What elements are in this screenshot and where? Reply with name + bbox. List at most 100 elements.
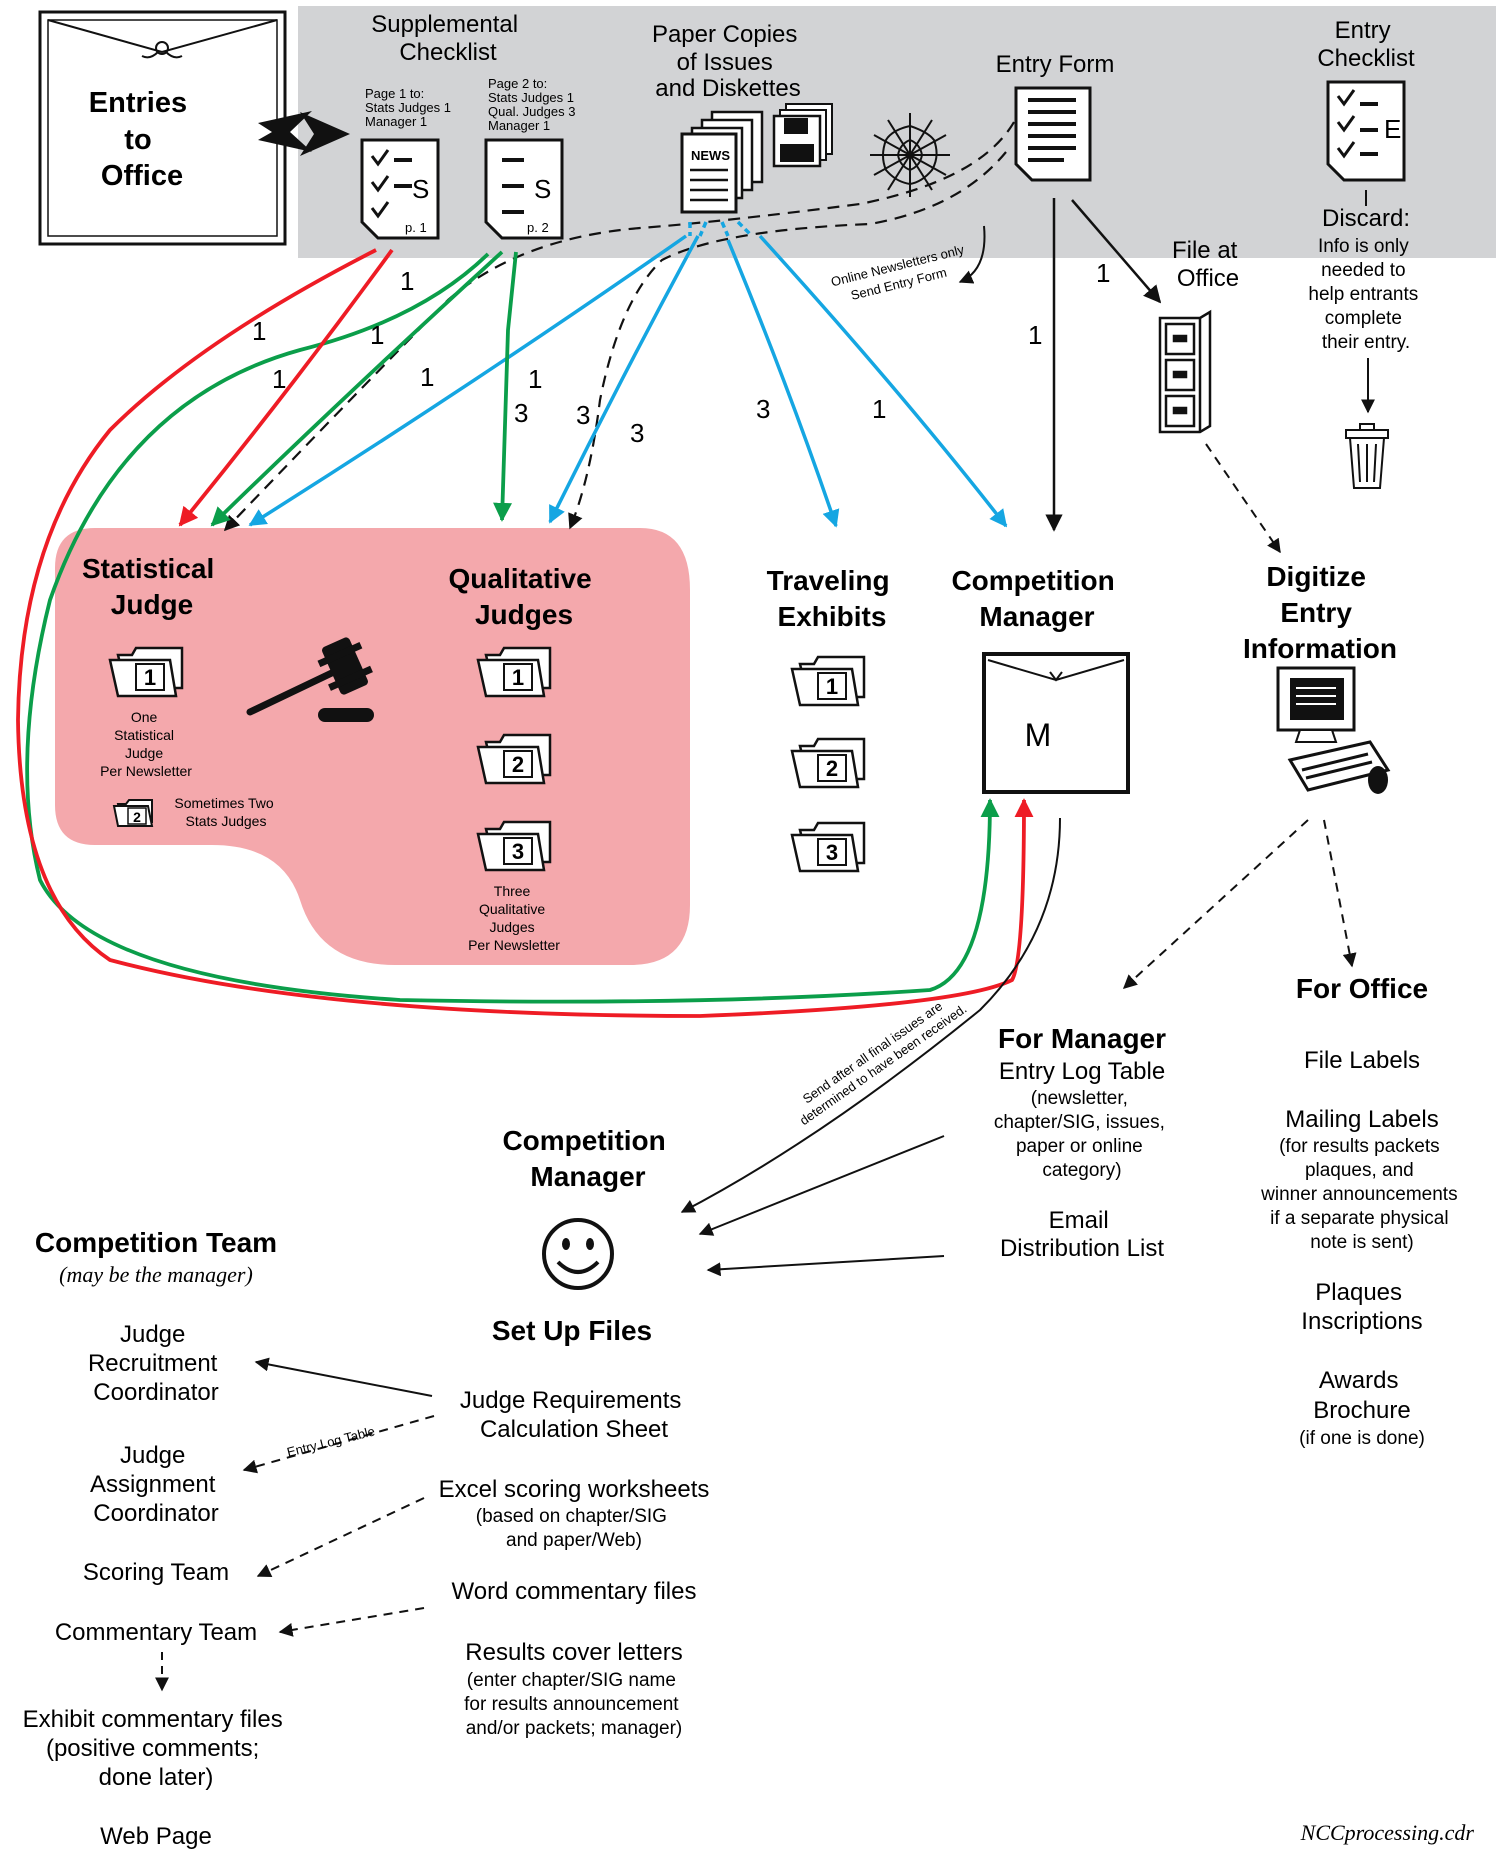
awards-brochure: Awards Brochure	[1313, 1367, 1410, 1424]
commentary-team: Commentary Team	[55, 1619, 257, 1646]
blue-to-exhibits-arrow	[726, 239, 840, 528]
entry-form-title: Entry Form	[996, 51, 1115, 78]
blue-stats-count: 1	[528, 364, 542, 394]
blue-to-stats-arrow	[248, 234, 688, 527]
qualitative-judges-title: Qualitative Judges	[449, 563, 600, 630]
computer-icon	[1276, 666, 1391, 794]
scoring-team: Scoring Team	[83, 1559, 229, 1586]
entry-form-icon	[1014, 86, 1092, 182]
red-flows	[16, 248, 1034, 1018]
exhibit-folder-2	[790, 737, 866, 789]
supplemental-page1-label: p. 1	[405, 220, 427, 235]
form-dash-to-stats	[223, 121, 1015, 532]
green-to-stats-arrow	[210, 250, 504, 527]
green-count-b: 1	[400, 266, 414, 296]
blue-qual-count: 3	[576, 400, 590, 430]
exhibit-folder-2-label: 2	[826, 756, 838, 781]
green-qual-count: 3	[514, 398, 528, 428]
digitize-title: Digitize Entry Information	[1243, 561, 1397, 664]
entrylog-to-setup-arrow	[698, 1135, 945, 1236]
supplemental-page2-icon	[484, 138, 564, 240]
stats-folder-2-caption: Sometimes Two Stats Judges	[174, 795, 277, 829]
for-office-title: For Office	[1296, 973, 1428, 1004]
plaques-inscriptions: Plaques Inscriptions	[1301, 1279, 1422, 1335]
entry-checklist-letter: E	[1384, 114, 1401, 144]
excel-worksheets-details: (based on chapter/SIG and paper/Web)	[476, 1506, 672, 1551]
statistical-judge-title: Statistical Judge	[82, 553, 222, 620]
discard-text: Info is only needed to help entrants com…	[1308, 236, 1423, 353]
filing-cabinet-icon	[1158, 309, 1212, 434]
supplemental-page1-text: Page 1 to: Stats Judges 1 Manager 1	[365, 86, 455, 129]
exhibit-commentary-files: Exhibit commentary files (positive comme…	[23, 1706, 290, 1791]
for-manager-title: For Manager	[998, 1023, 1166, 1054]
qual-folder-1-label: 1	[512, 665, 524, 690]
stats-folder-1-label: 1	[144, 665, 156, 690]
email-list: Email Distribution List	[1000, 1207, 1164, 1262]
blue-to-qual-arrow	[548, 235, 700, 524]
paper-copies-title: Paper Copies of Issues and Diskettes	[652, 21, 804, 102]
form-to-file-arrow	[1071, 199, 1162, 304]
entries-envelope	[38, 10, 287, 246]
supplemental-page1-letter: S	[412, 174, 429, 204]
judge-assignment-coordinator: Judge Assignment Coordinator	[90, 1442, 222, 1527]
file-to-digitize-arrow	[1205, 443, 1281, 554]
manager-to-setup-arrow	[680, 817, 1061, 1213]
qual-folder-2-label: 2	[512, 752, 524, 777]
dash-qual-count: 3	[630, 418, 644, 448]
entries-title: Entries to Office	[89, 87, 195, 192]
file-labels: File Labels	[1304, 1047, 1420, 1074]
supplemental-page1-icon	[360, 138, 440, 240]
red-to-stats-arrow	[178, 248, 394, 527]
diskettes-icon	[772, 103, 833, 168]
green-to-qual-arrow	[493, 251, 518, 522]
stats-folder-1	[108, 646, 184, 698]
email-to-setup-arrow	[706, 1255, 945, 1277]
newspapers-icon	[680, 110, 764, 214]
stats-folder-2-label: 2	[133, 809, 141, 825]
results-cover-letters-title: Results cover letters	[465, 1639, 682, 1666]
entries-in-arrow-head	[300, 112, 350, 156]
stats-caption: One Statistical Judge Per Newsletter	[100, 709, 192, 779]
file-at-office-title: File at Office	[1172, 237, 1244, 292]
digitize-to-office-arrow	[1323, 819, 1357, 968]
supplemental-page2-label: p. 2	[527, 220, 549, 235]
form-to-manager-count: 1	[1028, 320, 1042, 350]
entry-log-details: (newsletter, chapter/SIG, issues, paper …	[994, 1088, 1170, 1181]
web-icon	[870, 113, 950, 197]
judgereq-to-assignment-arrow	[242, 1415, 435, 1474]
qual-caption: Three Qualitative Judges Per Newsletter	[468, 883, 560, 953]
footer-filename: NCCprocessing.cdr	[1300, 1820, 1475, 1845]
excel-to-scoring-arrow	[256, 1497, 425, 1577]
qual-folder-2	[476, 733, 552, 785]
blue-manager-count: 1	[872, 394, 886, 424]
word-to-commentary-arrow	[278, 1607, 425, 1637]
judge-requirements: Judge Requirements Calculation Sheet	[460, 1387, 688, 1443]
entries-in-arrow	[258, 111, 312, 152]
qual-folder-1	[476, 646, 552, 698]
blue-to-manager-arrow	[758, 234, 1008, 528]
exhibit-folder-3	[790, 821, 866, 873]
exhibit-folder-3-label: 3	[826, 840, 838, 865]
mailing-labels-title: Mailing Labels	[1285, 1106, 1438, 1133]
red-count-b: 1	[272, 364, 286, 394]
entry-log-note: Entry Log Table	[285, 1423, 376, 1459]
red-count-a: 1	[252, 316, 266, 346]
news-label: NEWS	[691, 148, 730, 163]
entry-log-title: Entry Log Table	[999, 1058, 1165, 1085]
judgereq-to-recruitment-arrow	[254, 1357, 433, 1397]
supplemental-title: Supplemental Checklist	[371, 11, 524, 66]
entry-checklist-icon	[1326, 80, 1406, 182]
trash-can-icon	[1345, 423, 1389, 489]
judge-recruitment-coordinator: Judge Recruitment Coordinator	[88, 1321, 224, 1406]
red-to-manager-arrow	[16, 248, 1034, 1018]
supplemental-page2-text: Page 2 to: Stats Judges 1 Qual. Judges 3…	[488, 76, 579, 133]
form-to-file-count: 1	[1096, 258, 1110, 288]
mailing-labels-details: (for results packets plaques, and winner…	[1260, 1136, 1463, 1253]
green-count-a: 1	[370, 320, 384, 350]
entry-checklist-title: Entry Checklist	[1317, 17, 1415, 72]
competition-team-title: Competition Team	[35, 1227, 277, 1258]
competition-manager-top-title: Competition Manager	[951, 565, 1122, 632]
gavel-icon	[246, 637, 374, 722]
stats-folder-2	[112, 799, 154, 827]
results-cover-letters-details: (enter chapter/SIG name for results anno…	[464, 1670, 684, 1739]
